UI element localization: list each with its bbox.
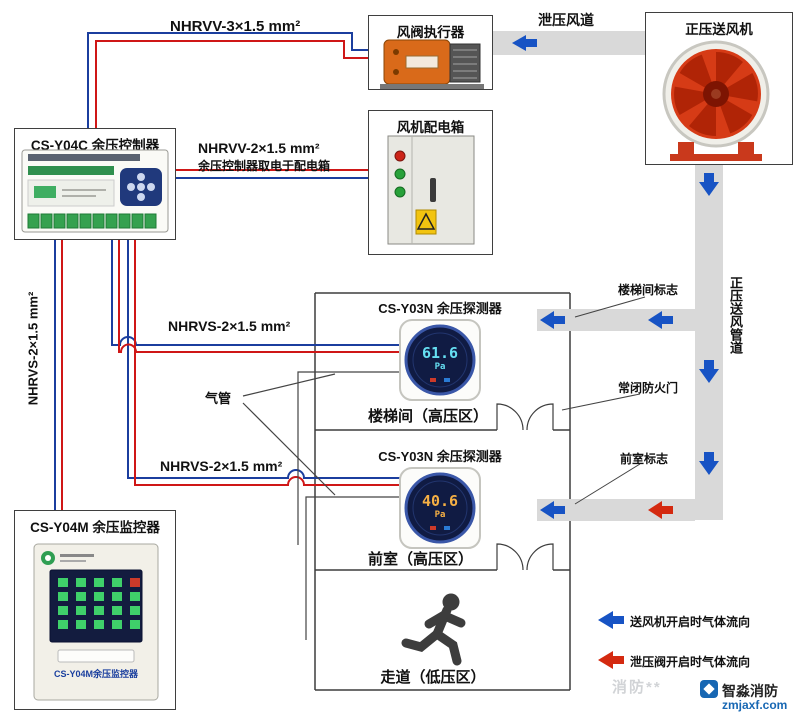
detector1-value: 61.6 (421, 344, 459, 362)
legend-blue-arrow-icon (598, 611, 624, 629)
cable-note-power: 余压控制器取电于配电箱 (198, 159, 331, 173)
legend-red-arrow-icon (598, 651, 624, 669)
stairwell-sign-label: 楼梯间标志 (618, 283, 679, 297)
wire-blue (54, 32, 400, 510)
front-sign-label: 前室标志 (620, 452, 669, 466)
cable-label-nhrvv3: NHRVV-3×1.5 mm² (170, 18, 301, 35)
fire-door-swing-icons (496, 403, 554, 571)
cable-label-nhrvs-left: NHRVS-2×1.5 mm² (25, 291, 41, 406)
controller-box: CS-Y04C 余压控制器 (14, 128, 176, 240)
front-room-zone-label: 前室（高压区） (368, 551, 474, 568)
air-tube-label: 气管 (205, 391, 232, 406)
watermark-site: zmjaxf.com (722, 698, 788, 712)
cable-label-nhrvs1: NHRVS-2×1.5 mm² (168, 318, 291, 334)
cable-label-nhrvs2: NHRVS-2×1.5 mm² (160, 458, 283, 474)
detector2-label: CS-Y03N 余压探测器 (378, 449, 502, 464)
watermark-name: 智淼消防 (722, 683, 778, 699)
power-distribution-label: 风机配电箱 (396, 120, 465, 135)
running-person-icon (401, 593, 466, 666)
power-distribution-box: 风机配电箱 (368, 110, 493, 255)
fire-door-label: 常闭防火门 (618, 381, 679, 395)
monitor-label: CS-Y04M 余压监控器 (30, 520, 160, 535)
legend-blue-label: 送风机开启时气体流向 (630, 615, 751, 629)
relief-duct-shape (493, 31, 645, 55)
faint-watermark: 消防** (612, 679, 662, 696)
pressure-fan-label: 正压送风机 (685, 22, 753, 37)
detector2-unit: Pa (434, 510, 446, 520)
wire-red (61, 40, 400, 510)
airflow-left-arrow-icon-red (648, 501, 673, 519)
stairwell-branch-duct-shape (537, 309, 695, 331)
damper-actuator-box: 风阀执行器 (368, 15, 493, 90)
legend-red-label: 泄压阀开启时气体流向 (630, 655, 751, 669)
watermark-logo-icon (700, 680, 718, 698)
pressure-fan-box: 正压送风机 (645, 12, 793, 165)
corridor-zone-label: 走道（低压区） (380, 669, 486, 686)
supply-duct-label: 正压送风管道 (728, 276, 743, 354)
monitor-box: CS-Y04M 余压监控器 (14, 510, 176, 710)
stairwell-zone-label: 楼梯间（高压区） (368, 408, 489, 425)
relief-duct-label: 泄压风道 (538, 12, 594, 28)
detector1-label: CS-Y03N 余压探测器 (378, 301, 502, 316)
supply-duct-vertical-shape (695, 165, 723, 520)
cable-label-nhrvv2: NHRVV-2×1.5 mm² (198, 140, 320, 156)
detector2-value: 40.6 (421, 492, 459, 510)
callout-lines (561, 296, 646, 505)
monitor-device-caption: CS-Y04M余压监控器 (53, 669, 138, 679)
detector1-unit: Pa (434, 362, 446, 372)
controller-label: CS-Y04C 余压控制器 (30, 138, 160, 153)
damper-actuator-label: 风阀执行器 (396, 25, 465, 40)
frontroom-branch-duct-shape (537, 499, 695, 521)
airflow-down-arrow-icons (699, 173, 719, 475)
